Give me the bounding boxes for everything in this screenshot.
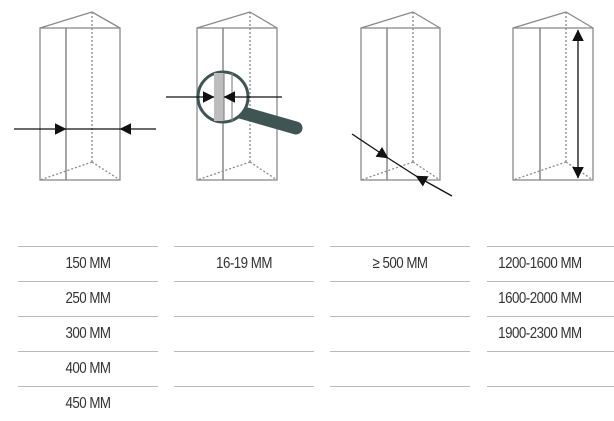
divider xyxy=(330,316,470,317)
divider xyxy=(330,281,470,282)
empty-cell xyxy=(487,352,596,386)
divider xyxy=(330,246,470,247)
divider xyxy=(174,246,314,247)
width-value: 150 MM xyxy=(65,255,111,272)
empty-cell xyxy=(340,317,460,351)
thickness-column: 16-19 MM xyxy=(174,246,314,387)
divider xyxy=(330,351,470,352)
width-column: 150 MM 250 MM 300 MM 400 MM 450 MM xyxy=(18,246,158,421)
divider xyxy=(18,246,158,247)
divider xyxy=(18,351,158,352)
width-value: 250 MM xyxy=(65,290,111,307)
height-figure xyxy=(512,11,594,181)
height-value: 1900-2300 MM xyxy=(498,325,582,342)
divider xyxy=(174,386,314,387)
height-column: 1200-1600 MM 1600-2000 MM 1900-2300 MM xyxy=(487,246,614,387)
thickness-figure xyxy=(196,11,278,181)
empty-cell xyxy=(184,282,304,316)
width-value: 400 MM xyxy=(65,360,111,377)
divider xyxy=(18,316,158,317)
divider xyxy=(487,351,614,352)
divider xyxy=(174,351,314,352)
magnifier-icon xyxy=(166,70,303,135)
thickness-value: 16-19 MM xyxy=(216,255,272,272)
width-figure xyxy=(39,11,121,181)
divider xyxy=(18,281,158,282)
width-value: 300 MM xyxy=(65,325,111,342)
empty-cell xyxy=(340,352,460,386)
divider xyxy=(330,386,470,387)
divider xyxy=(487,281,614,282)
divider xyxy=(487,246,614,247)
width-value: 450 MM xyxy=(65,395,111,412)
depth-column: ≥ 500 MM xyxy=(330,246,470,387)
empty-cell xyxy=(184,352,304,386)
divider xyxy=(174,316,314,317)
height-value: 1200-1600 MM xyxy=(498,255,582,272)
cabinet-figures xyxy=(14,11,594,197)
divider xyxy=(487,316,614,317)
divider xyxy=(487,386,614,387)
height-value: 1600-2000 MM xyxy=(498,290,582,307)
depth-arrows-icon xyxy=(351,133,453,197)
empty-cell xyxy=(340,282,460,316)
depth-figure xyxy=(360,11,441,181)
empty-cell xyxy=(184,317,304,351)
depth-value: ≥ 500 MM xyxy=(372,255,428,272)
divider xyxy=(174,281,314,282)
divider xyxy=(18,386,158,387)
